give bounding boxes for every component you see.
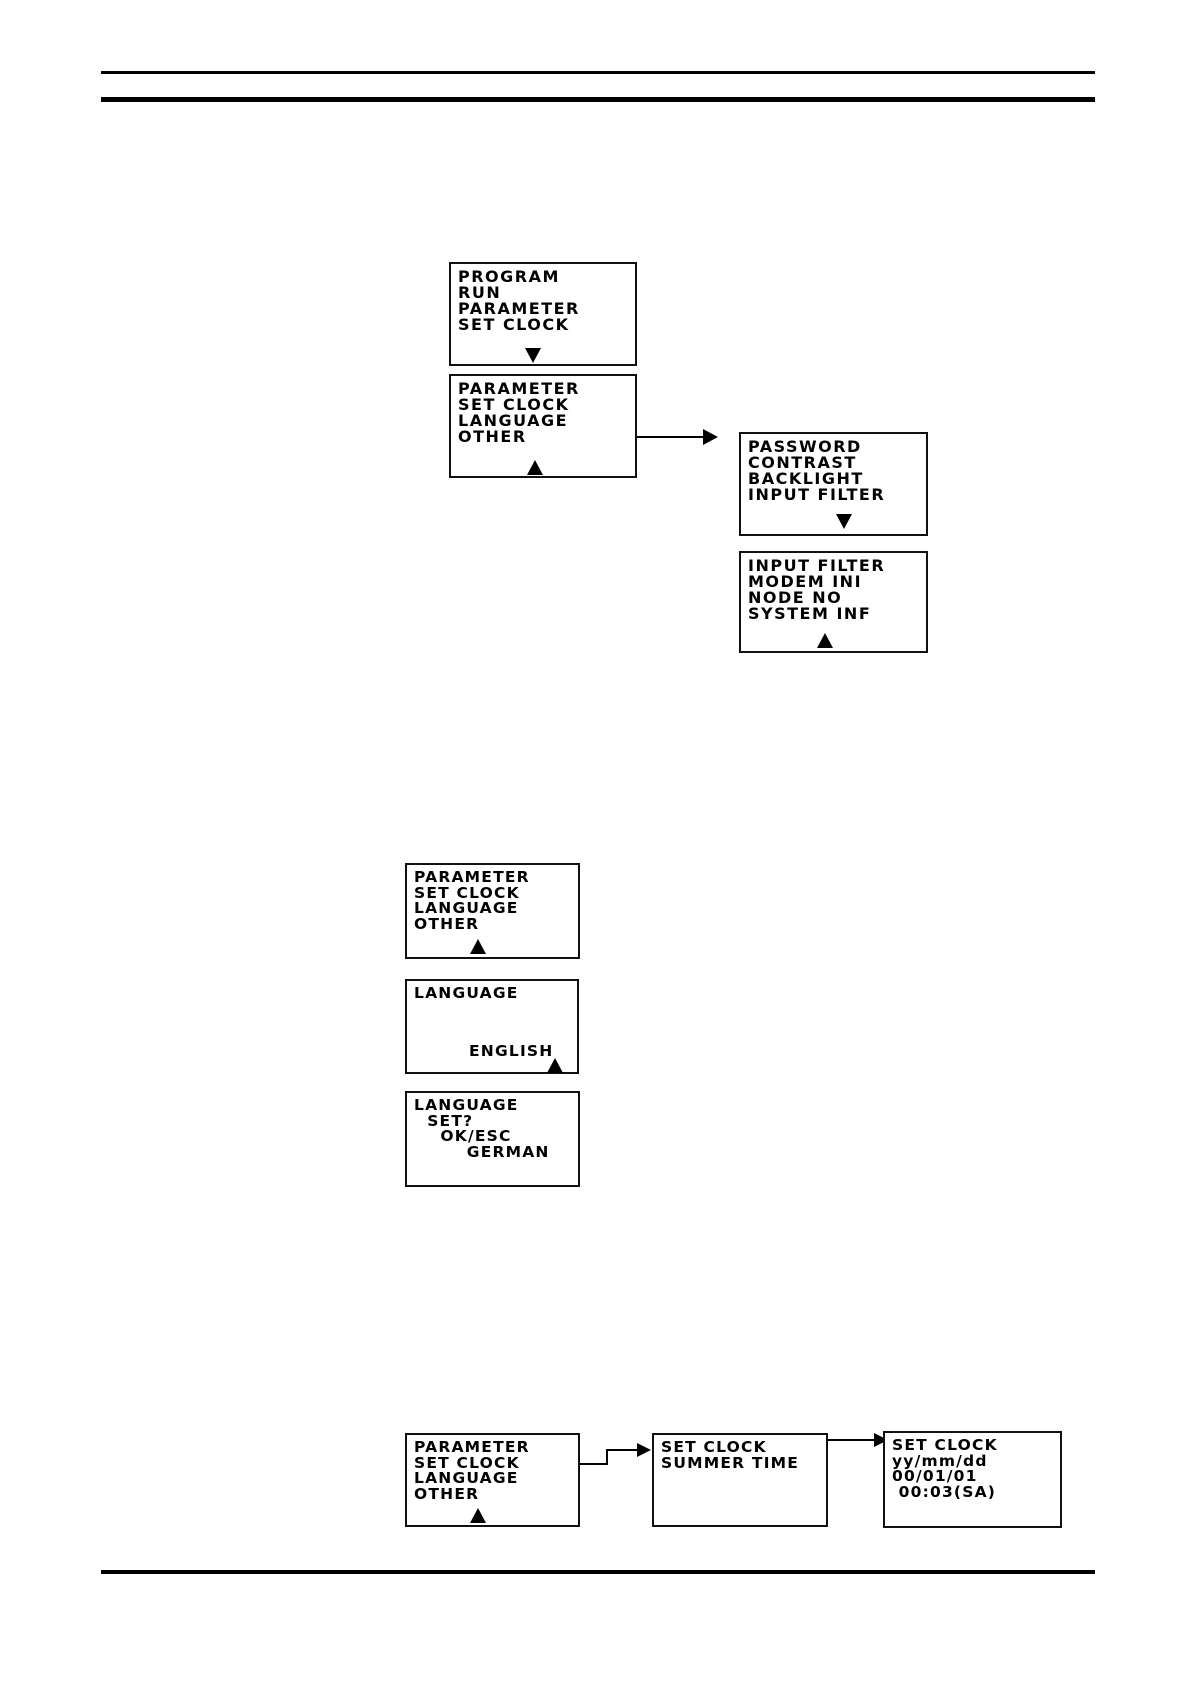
header-rule-thin: [101, 71, 1095, 74]
screen-language-select: LANGUAGE ENGLISH: [405, 979, 579, 1074]
screen-main-menu-2: PARAMETER SET CLOCK LANGUAGE OTHER: [449, 374, 637, 478]
scroll-up-icon: [470, 1508, 486, 1523]
menu-item: OTHER: [414, 914, 480, 933]
scroll-down-icon: [525, 348, 541, 363]
screen-line: SET CLOCK: [892, 1436, 998, 1454]
screen-other-menu-1: PASSWORD CONTRAST BACKLIGHT INPUT FILTER: [739, 432, 928, 536]
screen-line: GERMAN: [414, 1142, 550, 1161]
scroll-up-icon: [547, 1058, 563, 1073]
menu-item: SET CLOCK: [661, 1438, 767, 1456]
scroll-up-icon: [470, 939, 486, 954]
menu-item: SET CLOCK: [458, 315, 570, 334]
screen-title: LANGUAGE: [414, 984, 519, 1002]
menu-item: PROGRAM: [458, 267, 560, 286]
menu-item: PARAMETER: [458, 299, 580, 318]
menu-item: NODE NO: [748, 588, 843, 607]
menu-item: PASSWORD: [748, 437, 862, 456]
screen-line: LANGUAGE: [414, 1096, 519, 1114]
menu-item: BACKLIGHT: [748, 469, 864, 488]
screen-set-clock: SET CLOCK yy/mm/dd 00/01/01 00:03(SA): [883, 1431, 1062, 1528]
menu-item: LANGUAGE: [414, 1469, 519, 1487]
header-rule-thick: [101, 97, 1095, 102]
screen-language-menu: PARAMETER SET CLOCK LANGUAGE OTHER: [405, 863, 580, 959]
menu-item: MODEM INI: [748, 572, 863, 591]
scroll-down-icon: [836, 514, 852, 529]
menu-item: OTHER: [414, 1484, 480, 1503]
screen-clock-submenu: SET CLOCK SUMMER TIME: [652, 1433, 828, 1527]
menu-item: LANGUAGE: [458, 411, 569, 430]
screen-line: SET?: [414, 1111, 474, 1130]
menu-item: RUN: [458, 283, 502, 302]
screen-other-menu-2: INPUT FILTER MODEM INI NODE NO SYSTEM IN…: [739, 551, 928, 653]
screen-clock-menu: PARAMETER SET CLOCK LANGUAGE OTHER: [405, 1433, 580, 1527]
menu-item: SET CLOCK: [414, 883, 520, 902]
menu-item: PARAMETER: [414, 868, 530, 886]
menu-item: OTHER: [458, 427, 527, 446]
menu-item: INPUT FILTER: [748, 485, 886, 504]
date-value: 00/01/01: [892, 1467, 978, 1485]
date-format: yy/mm/dd: [892, 1451, 988, 1470]
menu-item: CONTRAST: [748, 453, 857, 472]
menu-item: LANGUAGE: [414, 899, 519, 917]
screen-main-menu-1: PROGRAM RUN PARAMETER SET CLOCK: [449, 262, 637, 366]
menu-item: SET CLOCK: [458, 395, 570, 414]
menu-item: SUMMER TIME: [661, 1453, 800, 1472]
menu-item: PARAMETER: [458, 379, 580, 398]
time-value: 00:03(SA): [892, 1482, 997, 1501]
screen-language-confirm: LANGUAGE SET? OK/ESC GERMAN: [405, 1091, 580, 1187]
menu-item: PARAMETER: [414, 1438, 530, 1456]
menu-item: SYSTEM INF: [748, 604, 872, 623]
menu-item: INPUT FILTER: [748, 556, 886, 575]
screen-line: OK/ESC: [414, 1127, 512, 1145]
scroll-up-icon: [817, 633, 833, 648]
language-value: ENGLISH: [469, 1042, 554, 1060]
menu-item: SET CLOCK: [414, 1453, 520, 1472]
scroll-up-icon: [527, 460, 543, 475]
footer-rule: [101, 1570, 1095, 1574]
